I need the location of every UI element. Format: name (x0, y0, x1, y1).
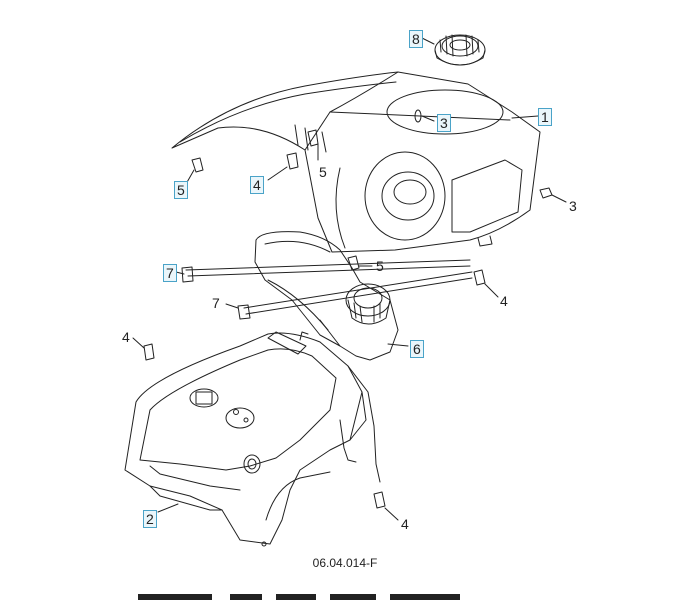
front-cover (124, 331, 381, 547)
figure-code: 06.04.014-F (312, 556, 378, 570)
callout-3a[interactable]: 3 (437, 114, 451, 132)
clip-part-5 (191, 157, 204, 173)
callout-1[interactable]: 1 (538, 108, 552, 126)
callout-6[interactable]: 6 (410, 340, 424, 358)
callout-5c: 5 (376, 258, 384, 274)
callout-3b: 3 (569, 198, 577, 214)
clip-part-4 (286, 152, 299, 170)
callout-4c: 4 (122, 329, 130, 345)
upper-cover (171, 71, 541, 253)
fuel-tank (254, 231, 399, 361)
callout-2[interactable]: 2 (143, 510, 157, 528)
pin-part-3 (539, 187, 553, 199)
callout-5b: 5 (319, 164, 327, 180)
callout-4b: 4 (500, 293, 508, 309)
fuel-cap (434, 34, 486, 66)
callout-4d: 4 (401, 516, 409, 532)
strap-part-7 (181, 259, 473, 320)
callout-8[interactable]: 8 (409, 30, 423, 48)
callout-7b: 7 (212, 295, 220, 311)
callout-5a[interactable]: 5 (174, 181, 188, 199)
callout-7a[interactable]: 7 (163, 264, 177, 282)
cropped-text-strip (0, 588, 690, 600)
callout-4a[interactable]: 4 (250, 176, 264, 194)
